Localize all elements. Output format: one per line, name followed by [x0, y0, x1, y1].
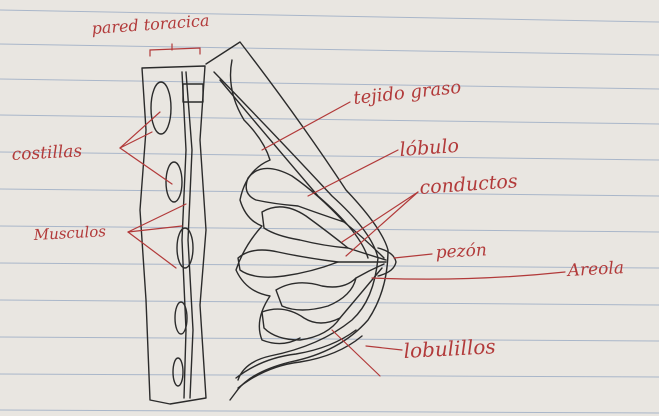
rib: [151, 82, 171, 134]
annotation-labels: pared toracica costillas Musculos tejido…: [11, 11, 624, 363]
label-lobules: lobulillos: [403, 334, 496, 363]
label-lobe: lóbulo: [399, 135, 460, 161]
label-chest-wall: pared toracica: [91, 11, 210, 38]
paper-ruling: [0, 10, 659, 413]
label-fat-tissue: tejido graso: [352, 77, 462, 109]
label-muscles: Musculos: [32, 222, 106, 244]
muscle-band: [186, 72, 193, 398]
lobe: [238, 250, 338, 277]
lobe: [276, 278, 356, 310]
rib: [177, 228, 193, 268]
label-ribs: costillas: [11, 141, 83, 165]
rib: [173, 358, 183, 386]
label-nipple: pezón: [435, 240, 487, 263]
label-areola: Areola: [565, 258, 624, 281]
lobe: [246, 168, 344, 222]
